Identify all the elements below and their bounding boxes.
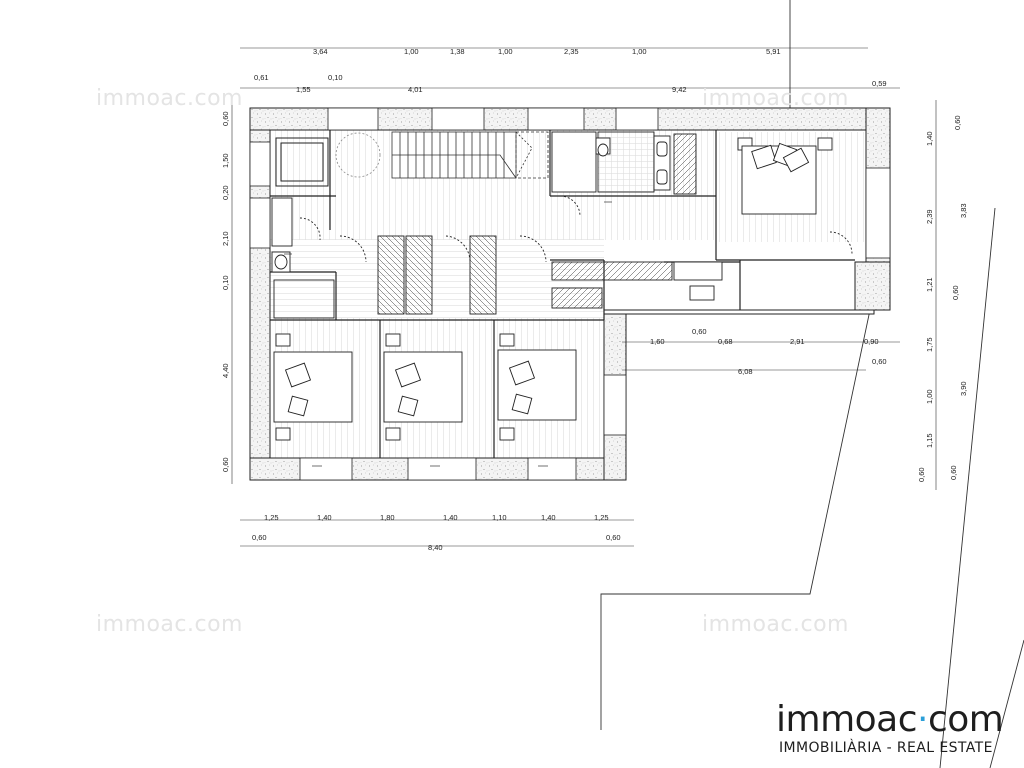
dim-label: 0,10 (221, 275, 230, 290)
dim-label: 2,91 (790, 337, 805, 346)
brand-name-suffix: com (927, 699, 1004, 740)
dim-label: 2,39 (925, 209, 934, 224)
dim-label: 1,00 (404, 47, 419, 56)
dim-label: 1,00 (632, 47, 647, 56)
dim-label: 2,10 (221, 231, 230, 246)
bed-3 (497, 333, 577, 441)
dim-label: 1,25 (594, 513, 609, 522)
dim-label: 1,40 (541, 513, 556, 522)
bathroom-center (551, 131, 697, 217)
brand-logo: immoac·com (776, 699, 1004, 740)
master-bed (737, 137, 853, 255)
dim-label: 3,83 (959, 203, 968, 218)
dim-label: 1,00 (925, 389, 934, 404)
staircase (335, 131, 549, 179)
bed-2 (383, 333, 463, 441)
bed-1 (273, 333, 353, 441)
dim-label: 1,21 (925, 277, 934, 292)
dim-label: 1,50 (221, 153, 230, 168)
dim-label: 4,01 (408, 85, 423, 94)
dim-label: 8,40 (428, 543, 443, 552)
dim-label: 0,60 (252, 533, 267, 542)
watermark: immoac.com (96, 612, 243, 637)
brand-name-prefix: immoac (776, 699, 918, 740)
bathroom-left (271, 197, 335, 319)
dim-label: 1,55 (296, 85, 311, 94)
dim-label: 1,38 (450, 47, 465, 56)
dim-label: 0,20 (221, 185, 230, 200)
dim-label: 1,10 (492, 513, 507, 522)
site-boundary (600, 0, 1024, 768)
dim-label: 3,64 (313, 47, 328, 56)
dim-label: 1,40 (925, 131, 934, 146)
dim-label: 3,90 (959, 381, 968, 396)
wardrobes (339, 235, 723, 315)
dim-label: 1,60 (650, 337, 665, 346)
dim-label: 0,90 (864, 337, 879, 346)
dim-label: 0,59 (872, 79, 887, 88)
watermark: immoac.com (96, 86, 243, 111)
dim-label: 1,25 (264, 513, 279, 522)
watermark: immoac.com (702, 86, 849, 111)
dim-label: 0,60 (951, 285, 960, 300)
dimension-lines (231, 47, 937, 547)
dim-label: 5,91 (766, 47, 781, 56)
dim-label: 1,40 (317, 513, 332, 522)
dim-label: 0,60 (221, 111, 230, 126)
dim-label: 0,10 (328, 73, 343, 82)
dim-label: 1,40 (443, 513, 458, 522)
dim-label: 0,61 (254, 73, 269, 82)
dim-label: 0,60 (917, 467, 926, 482)
dim-label: 0,68 (718, 337, 733, 346)
dim-label: 0,60 (692, 327, 707, 336)
dim-label: 1,80 (380, 513, 395, 522)
dim-label: 1,00 (498, 47, 513, 56)
dim-label: 9,42 (672, 85, 687, 94)
dim-label: 0,60 (606, 533, 621, 542)
brand-dot: · (917, 699, 928, 740)
interior-walls (270, 130, 855, 458)
dim-label: 1,75 (925, 337, 934, 352)
watermark: immoac.com (702, 612, 849, 637)
dim-label: 0,60 (949, 465, 958, 480)
dim-label: 4,40 (221, 363, 230, 378)
dim-label: 0,60 (872, 357, 887, 366)
dim-label: 0,60 (221, 457, 230, 472)
dim-label: 6,08 (738, 367, 753, 376)
window-arrows (284, 201, 612, 467)
brand-tagline: IMMOBILIÀRIA - REAL ESTATE (779, 740, 993, 756)
windows (249, 107, 891, 481)
dim-label: 2,35 (564, 47, 579, 56)
dim-label: 0,60 (953, 115, 962, 130)
lift-box (275, 137, 329, 187)
dim-label: 1,15 (925, 433, 934, 448)
dimension-labels: 3,64 1,00 1,38 1,00 2,35 1,00 5,91 0,61 … (221, 47, 968, 552)
